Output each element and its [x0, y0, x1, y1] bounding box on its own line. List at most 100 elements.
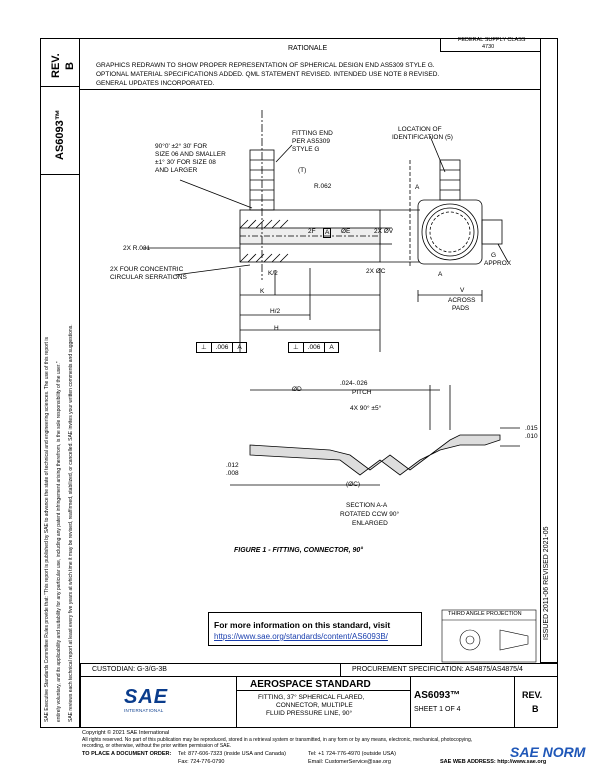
- k2-label: K/2: [268, 270, 278, 277]
- c-label: 2X ØC: [366, 268, 386, 275]
- title-block: [80, 663, 558, 728]
- section-1: SECTION A-A: [346, 502, 388, 509]
- info-box: [208, 612, 422, 646]
- info-box-heading: For more information on this standard, v…: [214, 620, 391, 630]
- rights-2: recording, or otherwise, without the pri…: [82, 743, 232, 749]
- angle-note-1: 90°0' ±2° 30' FOR: [155, 143, 208, 150]
- section-3: ENLARGED: [352, 520, 388, 527]
- title-line-1: FITTING, 37° SPHERICAL FLARED,: [258, 694, 365, 701]
- email: Email: CustomerService@sae.org: [308, 759, 391, 765]
- rev-value: B: [532, 704, 539, 714]
- web-address: SAE WEB ADDRESS: http://www.sae.org: [440, 759, 547, 765]
- fcf-left-tol: .006: [212, 343, 234, 352]
- rights-1: All rights reserved. No part of this pub…: [82, 737, 473, 743]
- sheet-number: SHEET 1 OF 4: [414, 706, 461, 713]
- e-label: ØE: [341, 228, 351, 235]
- r062-label: R.062: [314, 183, 332, 190]
- f-datum: A: [323, 228, 332, 238]
- pitch-1: .024-.026: [340, 380, 368, 387]
- left-strip: [40, 38, 80, 728]
- f-label: 2F: [308, 228, 316, 235]
- tel-1: Tel: 877-606-7323 (inside USA and Canada…: [178, 751, 286, 757]
- across-pads-1: V: [460, 287, 465, 294]
- left-strip-divider-2: [40, 174, 80, 175]
- section-2: ROTATED CCW 90°: [340, 511, 400, 518]
- aerospace-standard: AEROSPACE STANDARD: [250, 679, 371, 690]
- location-of-1: LOCATION OF: [398, 126, 442, 133]
- od-label: ØD: [292, 386, 302, 393]
- serrations-1: 2X FOUR CONCENTRIC: [110, 266, 184, 273]
- h2-label: H/2: [270, 308, 281, 315]
- fcf-right-symbol: ⊥: [289, 343, 304, 352]
- fcf-left-datum: A: [237, 344, 242, 351]
- across-pads-3: PADS: [452, 305, 470, 312]
- left-disclaimer-2: entirely voluntary, and its applicabilit…: [56, 361, 62, 722]
- angle-note-3: ±1° 30' FOR SIZE 08: [155, 159, 216, 166]
- a-top-label: A: [415, 184, 420, 191]
- title-line-3: FLUID PRESSURE LINE, 90°: [266, 710, 353, 717]
- dim-010: .010: [525, 433, 538, 440]
- pitch-2: PITCH: [352, 389, 372, 396]
- projection-label: THIRD ANGLE PROJECTION: [448, 611, 522, 617]
- drawing-svg: [142, 110, 537, 663]
- left-rev-value: B: [64, 62, 76, 70]
- sae-logo-sub: INTERNATIONAL: [124, 708, 164, 713]
- rationale-line-1: GRAPHICS REDRAWN TO SHOW PROPER REPRESEN…: [96, 62, 435, 69]
- rationale-line-2: OPTIONAL MATERIAL SPECIFICATIONS ADDED. …: [96, 71, 440, 78]
- procurement-spec: PROCUREMENT SPECIFICATION: AS4875/AS4875…: [352, 666, 523, 673]
- h-label: H: [274, 325, 279, 332]
- fsc-box: [440, 38, 540, 52]
- title-block-col-3: [410, 676, 411, 728]
- sae-logo: SAE INTERNATIONAL: [124, 686, 176, 720]
- g-label: G: [491, 252, 497, 259]
- title-block-col-1: [340, 663, 341, 676]
- angle-4x: 4X 90° ±5°: [350, 405, 382, 412]
- title-block-col-4: [514, 676, 515, 728]
- left-doc-number: AS6093™: [54, 109, 66, 160]
- end-view: [409, 135, 509, 302]
- serrations-2: CIRCULAR SERRATIONS: [110, 274, 187, 281]
- fitting-end-3: STYLE G: [292, 146, 320, 153]
- tel-2: Tel: +1 724-776-4970 (outside USA): [308, 751, 396, 757]
- t-label: (T): [298, 167, 307, 174]
- rationale-line-3: GENERAL UPDATES INCORPORATED.: [96, 80, 215, 87]
- fcf-left-symbol: ⊥: [197, 343, 212, 352]
- fitting-end-2: PER AS5309: [292, 138, 330, 145]
- copyright: Copyright © 2021 SAE International: [82, 730, 170, 736]
- right-strip: [540, 38, 558, 663]
- fitting-side-view: [142, 110, 420, 352]
- rev-label: REV.: [522, 690, 543, 700]
- v-label: 2X ØV: [374, 228, 394, 235]
- fax: Fax: 724-776-0790: [178, 759, 225, 765]
- custodian: CUSTODIAN: G-3/G-3B: [92, 666, 167, 673]
- projection-symbol: [441, 609, 537, 663]
- left-disclaimer-3: SAE reviews each technical report at lea…: [68, 324, 74, 722]
- k-label: K: [260, 288, 265, 295]
- title-line-2: CONNECTOR, MULTIPLE: [276, 702, 353, 709]
- info-box-link[interactable]: https://www.sae.org/standards/content/AS…: [214, 632, 388, 641]
- oc-label: (ØC): [346, 481, 361, 488]
- title-block-subrow: [236, 690, 410, 691]
- left-disclaimer-1: SAE Executive Standards Committee Rules …: [44, 337, 50, 722]
- rationale-box: [80, 38, 540, 90]
- title-block-row-divider: [80, 676, 558, 677]
- order-label: TO PLACE A DOCUMENT ORDER:: [82, 751, 172, 757]
- dim-015: .015: [525, 425, 538, 432]
- r031-label: 2X R.031: [123, 245, 151, 252]
- watermark: SAE NORM: [510, 744, 586, 760]
- figure-caption: FIGURE 1 - FITTING, CONNECTOR, 90°: [234, 547, 364, 554]
- fcf-left: ⊥ .006 A: [196, 342, 247, 353]
- fcf-right-datum: A: [329, 344, 334, 351]
- fitting-end-1: FITTING END: [292, 130, 333, 137]
- fcf-right-tol: .006: [304, 343, 326, 352]
- g-approx: APPROX: [484, 260, 512, 267]
- title-block-col-2: [236, 676, 237, 728]
- rationale-title: RATIONALE: [288, 45, 328, 52]
- fsc-line-1: FEDERAL SUPPLY CLASS: [458, 37, 526, 43]
- left-rev-label: REV.: [50, 53, 62, 78]
- section-view: [230, 385, 520, 486]
- sae-logo-text: SAE: [124, 686, 169, 708]
- fcf-right: ⊥ .006 A: [288, 342, 339, 353]
- across-pads-2: ACROSS: [448, 297, 476, 304]
- fsc-line-2: 4730: [482, 44, 495, 50]
